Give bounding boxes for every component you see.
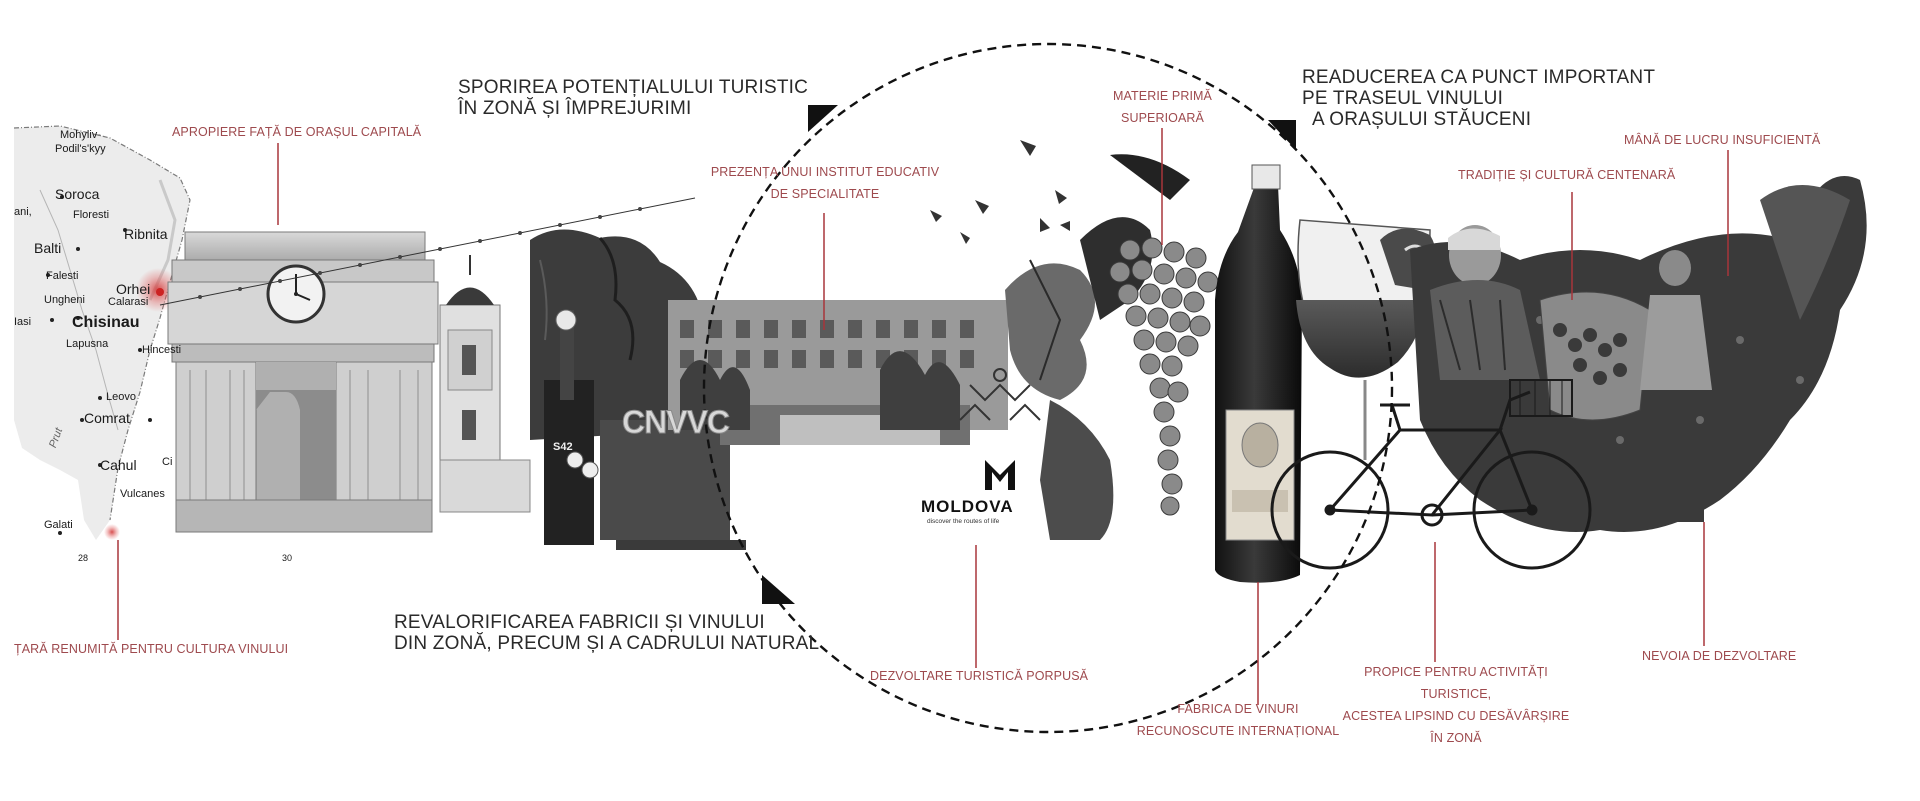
heading-revaluation-line-2: DIN ZONĂ, PRECUM ȘI A CADRULUI NATURAL: [394, 633, 820, 654]
string-lights: [159, 197, 696, 306]
grape-cluster: [1109, 154, 1219, 516]
map-city-soroca: Soroca: [55, 186, 100, 202]
map-city-ani: ani,: [14, 206, 32, 218]
label-institute-line-1: PREZENȚA UNUI INSTITUT EDUCATIV: [710, 165, 940, 179]
label-development-need: NEVOIA DE DEZVOLTARE: [1642, 649, 1797, 663]
heading-wine-route-line-1: READUCEREA CA PUNCT IMPORTANT: [1302, 67, 1656, 88]
label-wine-country: ȚARĂ RENUMITĂ PENTRU CULTURA VINULUI: [14, 642, 289, 656]
wine-bottle: [1215, 164, 1302, 583]
heading-wine-route-line-3: A ORAȘULUI STĂUCENI: [1312, 109, 1532, 130]
label-institute: PREZENȚA UNUI INSTITUT EDUCATIV DE SPECI…: [690, 161, 960, 205]
corner-marker-bottom-left: [762, 575, 795, 604]
map-city-iasi: Iasi: [14, 316, 32, 328]
label-tradition: TRADIȚIE ȘI CULTURĂ CENTENARĂ: [1458, 168, 1676, 182]
map-city-podilskyy: Podil's'kyy: [55, 143, 106, 155]
map-city-calarasi: Calarasi: [108, 296, 149, 308]
heading-wine-route-line-2: PE TRASEUL VINULUI: [1302, 88, 1504, 109]
label-wine-factory: FABRICA DE VINURI RECUNOSCUTE INTERNAȚIO…: [1128, 698, 1348, 742]
label-raw-material: MATERIE PRIMĂ SUPERIOARĂ: [1090, 85, 1235, 129]
label-tourism-development: DEZVOLTARE TURISTICĂ PORPUSĂ: [870, 669, 1089, 683]
heading-tourism-potential-line-1: SPORIREA POTENȚIALULUI TURISTIC: [458, 77, 809, 98]
triumphal-arch: [167, 231, 439, 533]
label-capital-proximity: APROPIERE FAȚĂ DE ORAȘUL CAPITALĂ: [172, 125, 422, 139]
heading-revaluation-line-1: REVALORIFICAREA FABRICII ȘI VINULUI: [394, 612, 765, 633]
moldova-logo-tagline: discover the routes of life: [927, 518, 1000, 525]
map-city-mohyliv: Mohyliv-: [60, 129, 101, 141]
moldova-map: [13, 125, 191, 540]
heading-tourism-potential-line-2: ÎN ZONĂ ȘI ÎMPREJURIMI: [458, 98, 692, 119]
worker: [1640, 250, 1712, 522]
map-city-cahul: Cahul: [100, 457, 137, 473]
moldova-logo-emblem: [959, 368, 1041, 490]
map-city-falesti: Falesti: [46, 270, 79, 282]
map-grid-30: 30: [282, 553, 293, 563]
bell-tower: [439, 255, 531, 513]
map-city-floresti: Floresti: [73, 209, 110, 221]
map-city-galati: Galati: [44, 519, 73, 531]
grape-basket: [1539, 291, 1651, 421]
corner-marker-top-right: [1268, 120, 1296, 150]
map-grid-28: 28: [78, 553, 89, 563]
corner-marker-top-left: [808, 105, 838, 132]
map-city-comrat: Comrat: [84, 410, 130, 426]
cnvvc-sign-text: CNVVC: [621, 404, 730, 441]
label-tourism-activities: PROPICE PENTRU ACTIVITĂȚI TURISTICE, ACE…: [1336, 661, 1576, 749]
map-city-balti: Balti: [34, 240, 62, 256]
map-city-orhei: Orhei: [116, 281, 151, 297]
heading-revaluation: REVALORIFICAREA FABRICII ȘI VINULUI DIN …: [394, 612, 819, 654]
label-tourism-activities-line-1: PROPICE PENTRU ACTIVITĂȚI: [1364, 665, 1548, 679]
map-city-ungheni: Ungheni: [44, 294, 85, 306]
label-wine-factory-line-2: RECUNOSCUTE INTERNAȚIONAL: [1136, 724, 1340, 738]
south-marker-glow: [104, 524, 120, 540]
vine-leaves: [1005, 217, 1153, 540]
label-raw-material-line-2: SUPERIOARĂ: [1121, 111, 1204, 125]
institute-building: [668, 300, 1008, 445]
corner-markers: [762, 105, 1296, 604]
farmer: [1430, 225, 1540, 380]
birds: [930, 140, 1070, 244]
label-tourism-activities-line-3: ACESTEA LIPSIND CU DESĂVÂRȘIRE: [1342, 709, 1570, 723]
heading-wine-route: READUCEREA CA PUNCT IMPORTANT PE TRASEUL…: [1302, 67, 1655, 130]
map-city-vulcanes: Vulcanes: [120, 488, 165, 500]
label-labor: MÂNĂ DE LUCRU INSUFICIENTĂ: [1624, 133, 1821, 147]
focus-circle: [702, 42, 1394, 734]
leader-lines: [117, 128, 1729, 705]
map-city-ribnita: Ribnita: [124, 226, 168, 242]
stauceni-marker-dot: [156, 288, 164, 296]
label-wine-factory-line-1: FABRICA DE VINURI: [1177, 702, 1299, 716]
bicycle: [1270, 379, 1592, 570]
label-tourism-activities-line-4: ÎN ZONĂ: [1430, 731, 1482, 745]
heading-tourism-potential: SPORIREA POTENȚIALULUI TURISTIC ÎN ZONĂ …: [458, 77, 808, 119]
map-city-hincesti: Hincesti: [142, 344, 182, 356]
map-city-ci: Ci: [162, 456, 173, 468]
label-tourism-activities-line-2: TURISTICE,: [1420, 687, 1492, 701]
map-city-leovo: Leovo: [106, 391, 136, 403]
map-city-lapusna: Lapusna: [66, 338, 109, 350]
label-raw-material-line-1: MATERIE PRIMĂ: [1113, 89, 1212, 103]
cnvvc-sign-number: S42: [553, 441, 573, 453]
label-institute-line-2: DE SPECIALITATE: [770, 187, 880, 201]
moldova-logo-name: MOLDOVA: [921, 497, 1014, 516]
map-city-chisinau: Chisinau: [72, 314, 140, 331]
